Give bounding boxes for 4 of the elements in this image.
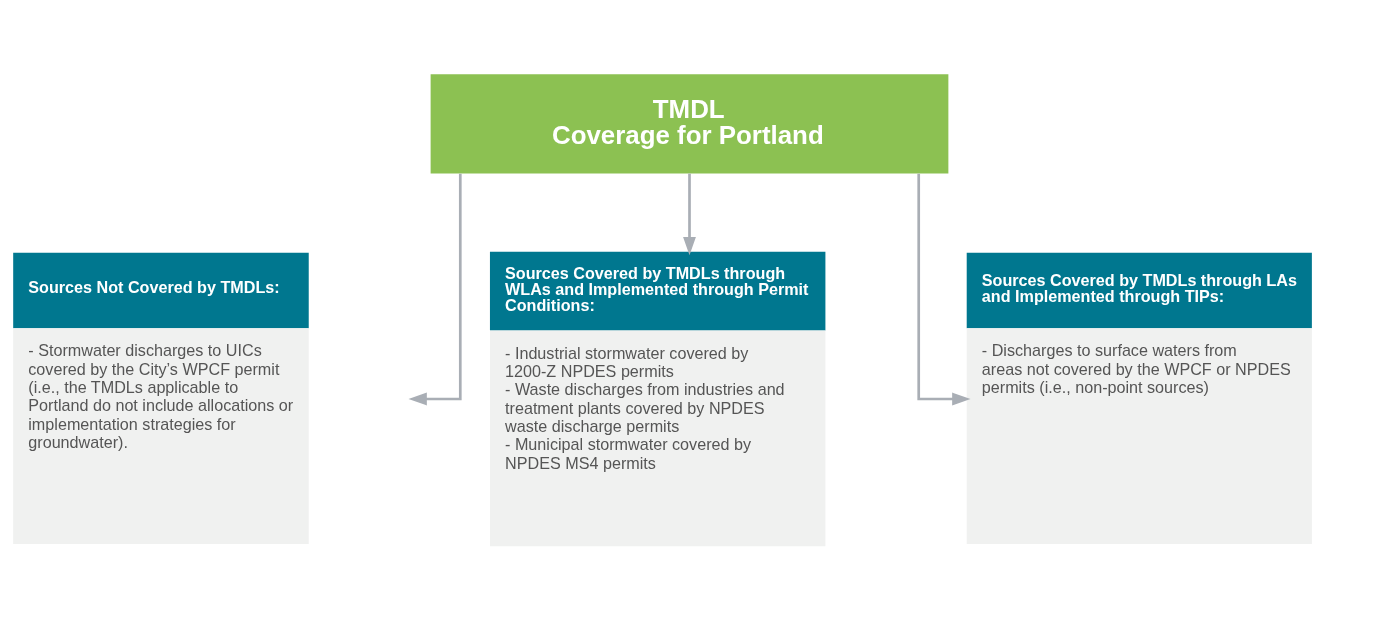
arrow xyxy=(683,173,696,255)
arrow xyxy=(408,173,462,405)
arrow xyxy=(917,173,971,405)
node-box: TMDL Coverage for Portland xyxy=(430,73,949,174)
